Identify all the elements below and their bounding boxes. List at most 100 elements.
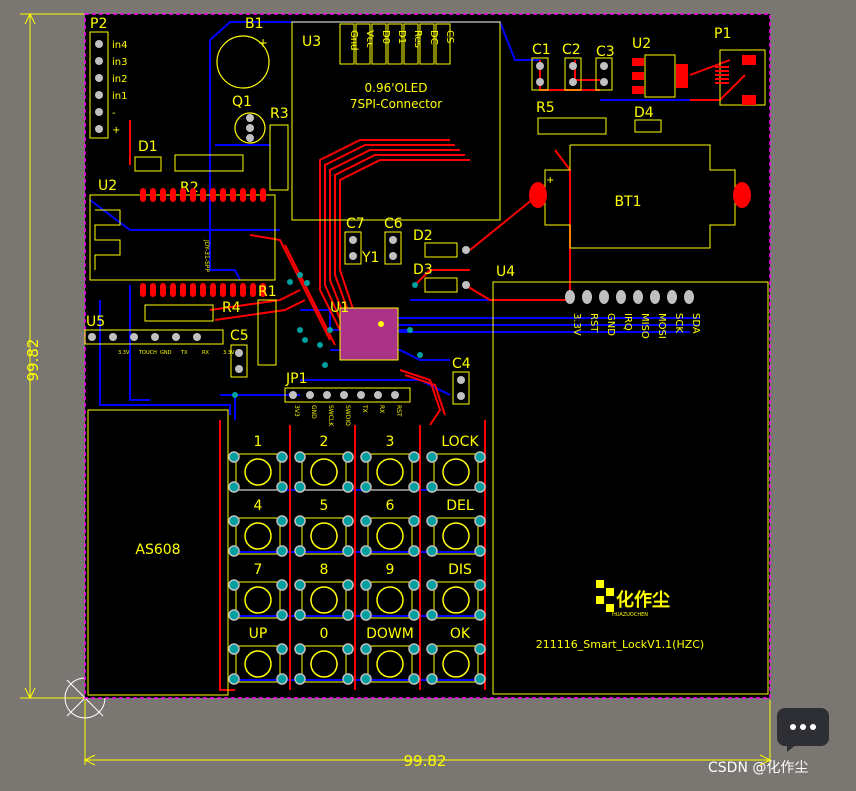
u4-pin-label: 3.3V (571, 313, 582, 336)
key-switch-pad (474, 515, 486, 527)
d2-diode (424, 242, 458, 258)
u4-pin-label: RST (588, 313, 599, 333)
jp1-pad (323, 391, 331, 399)
u4-pin-label: SDA (690, 313, 701, 334)
u2-top-designator: U2 (632, 36, 651, 52)
key-switch-body (376, 458, 404, 486)
c4-designator: C4 (452, 356, 471, 372)
q1-transistor (234, 112, 266, 144)
key-label: 4 (254, 498, 263, 514)
key-switch-pad (408, 579, 420, 591)
as608-fingerprint-module (87, 409, 229, 696)
oled-pin-box (371, 23, 387, 65)
jp1-pad (289, 391, 297, 399)
d1-led (134, 156, 162, 172)
u2-pad-top (240, 188, 246, 202)
u4-pad (667, 290, 677, 304)
key-switch-pad (342, 643, 354, 655)
key-switch-pad (294, 545, 306, 557)
key-label: LOCK (441, 434, 479, 450)
d4-led (634, 119, 662, 133)
dimension-width-label: 99.82 (404, 752, 447, 770)
u2-pad-top (150, 188, 156, 202)
u4-pad (565, 290, 575, 304)
c6-designator: C6 (384, 216, 403, 232)
key-switch-pad (276, 643, 288, 655)
key-switch-pad (294, 481, 306, 493)
key-switch-pad (228, 609, 240, 621)
p2-pin-label: - (112, 108, 116, 119)
key-switch-pad (342, 481, 354, 493)
oled-pin-label: Vcc (364, 30, 375, 48)
d3-diode (424, 277, 458, 293)
key-switch-outline (367, 517, 413, 555)
key-switch-pad (360, 481, 372, 493)
oled-pin-label: DC (428, 30, 439, 45)
u5-pad (193, 333, 201, 341)
key-switch-body (442, 586, 470, 614)
b1-buzzer (216, 35, 270, 89)
u4-pin-label: GND (605, 313, 616, 336)
u1-pin1-dot (378, 321, 384, 327)
c5-capacitor (230, 344, 248, 378)
oled-pin-label: D1 (396, 30, 407, 44)
key-label: UP (249, 626, 268, 642)
key-switch-pad (276, 545, 288, 557)
u1-mcu (339, 307, 399, 361)
r5-designator: R5 (536, 100, 555, 116)
key-switch-pad (408, 451, 420, 463)
jp1-pad (306, 391, 314, 399)
u5-pad (88, 333, 96, 341)
key-switch-body (310, 458, 338, 486)
jp1-pin-label: RST (395, 405, 402, 417)
key-switch-pad (276, 609, 288, 621)
key-switch-pad (294, 579, 306, 591)
bt1-pad-right (733, 182, 751, 208)
u5-pin-label: TX (180, 350, 188, 356)
key-switch-pad (294, 609, 306, 621)
u5-pin-label: 3.3V (118, 350, 130, 356)
jp1-swd-header (284, 387, 411, 403)
c-pads (536, 62, 608, 86)
key-switch-outline (301, 517, 347, 555)
u2-left-designator: U2 (98, 178, 117, 194)
key-switch-body (376, 650, 404, 678)
key-switch-body (244, 458, 272, 486)
key-switch-pad (276, 673, 288, 685)
key-switch-pad (474, 451, 486, 463)
d3-designator: D3 (413, 262, 433, 278)
y1-designator: Y1 (361, 250, 379, 266)
key-switch-pad (342, 673, 354, 685)
u4-designator: U4 (496, 264, 515, 280)
u5-fingerprint-header (84, 329, 224, 345)
u4-pad (650, 290, 660, 304)
c5-designator: C5 (230, 328, 249, 344)
key-label: 2 (320, 434, 329, 450)
u2-pad-top (140, 188, 146, 202)
chat-bubble-icon[interactable] (775, 706, 835, 754)
p2-pad (95, 40, 103, 48)
u4-pad (684, 290, 694, 304)
jp1-pad (357, 391, 365, 399)
key-switch-pad (228, 481, 240, 493)
u2-pads-top (140, 188, 266, 202)
key-label: OK (450, 626, 471, 642)
u4-pin-label: IRQ (622, 313, 633, 331)
key-switch-body (376, 586, 404, 614)
key-switch-body (310, 586, 338, 614)
key-switch-outline (367, 645, 413, 683)
c2-capacitor (564, 57, 582, 91)
key-switch-outline (235, 453, 281, 491)
key-switch-outline (433, 645, 479, 683)
p2-pin-label: in4 (112, 40, 127, 51)
p2-pad (95, 74, 103, 82)
u1-designator: U1 (330, 300, 349, 316)
b1-designator: B1 (245, 16, 264, 32)
oled-subtitle: 7SPI-Connector (350, 97, 442, 111)
u2-pad-bottom (260, 283, 266, 297)
key-switch-pad (360, 609, 372, 621)
u2-pad-top (230, 188, 236, 202)
